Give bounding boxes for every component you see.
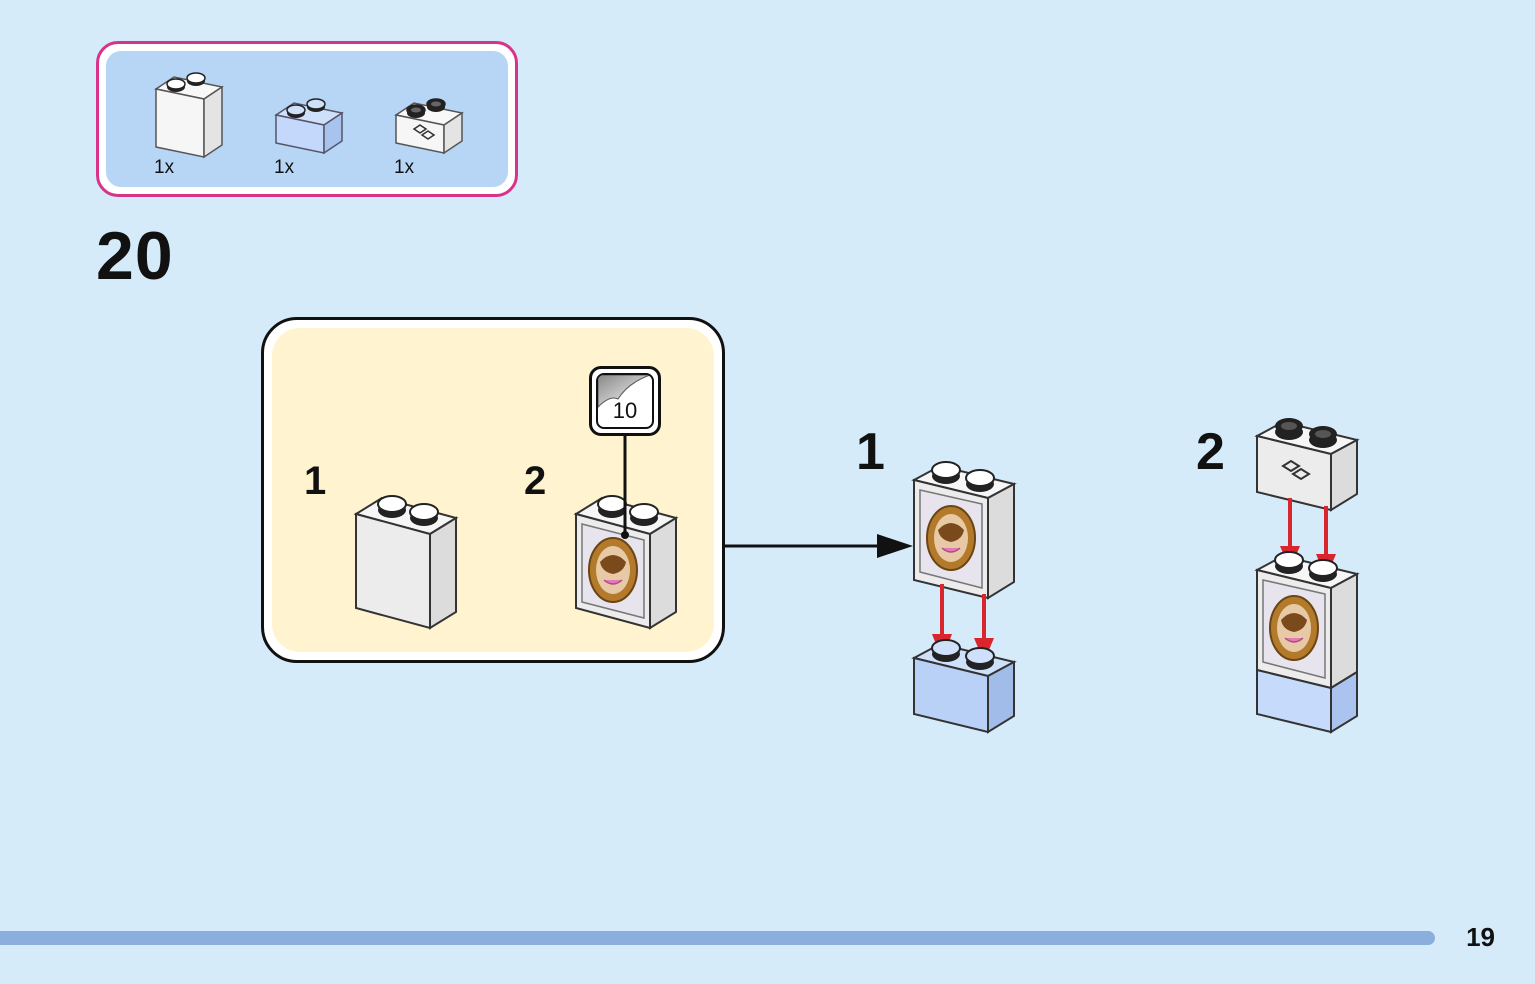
white-brick-icon: [154, 72, 224, 159]
part-qty-1: 1x: [154, 157, 175, 178]
page-number: 19: [1466, 922, 1495, 952]
sticker-number: 10: [612, 398, 638, 423]
sub-step-1-number: 1: [304, 459, 327, 503]
part-qty-3: 1x: [394, 157, 415, 178]
light-blue-brick-icon: [911, 639, 1017, 734]
parts-list: 1x 1x 1x: [96, 41, 518, 197]
sticker-leader-line: [621, 436, 629, 539]
light-blue-brick-icon: [274, 98, 344, 155]
mirror-sticker-icon: [911, 461, 1017, 600]
main-step-1-number: 1: [856, 423, 885, 481]
sticker-icon: 10: [596, 373, 654, 429]
parts-list-inner: 1x 1x 1x: [106, 51, 508, 187]
printed-brick-icon: [394, 98, 464, 155]
part-qty-2: 1x: [274, 157, 295, 178]
white-brick-icon: [353, 495, 459, 630]
printed-brick-icon: [1254, 418, 1360, 512]
step-number: 20: [96, 218, 174, 294]
assembly-arrow-icon: [725, 534, 913, 558]
mirror-sticker-icon: [573, 495, 679, 630]
sub-step-2-number: 2: [524, 459, 547, 503]
sticker-callout: 10: [589, 366, 661, 436]
combined-stack-icon: [1254, 551, 1360, 734]
main-step-2-number: 2: [1196, 423, 1225, 481]
progress-bar: [0, 931, 1435, 945]
